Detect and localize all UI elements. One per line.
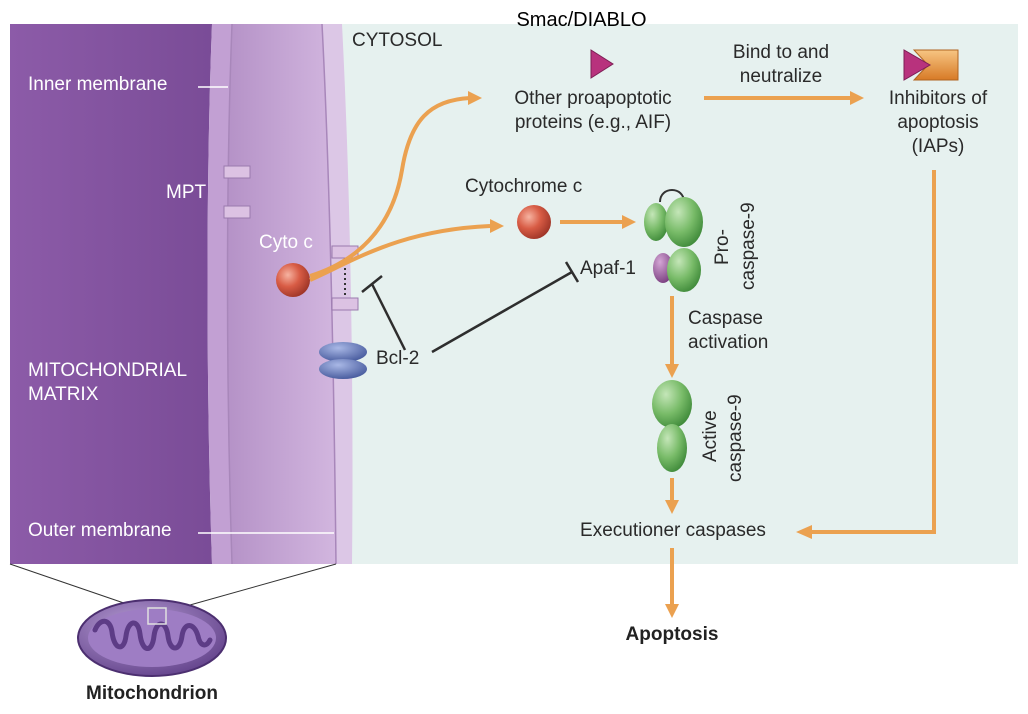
procaspase-9-left: [644, 203, 668, 241]
apoptosis-label: Apoptosis: [625, 624, 719, 645]
active-caspase-label-line1: Active: [700, 410, 721, 462]
apaf1-label: Apaf-1: [580, 258, 636, 279]
intermembrane-space: [227, 24, 336, 564]
active-caspase-9-bottom: [657, 424, 687, 472]
mitochondrial-matrix: [10, 24, 212, 564]
mpt-pore-bottom: [223, 205, 251, 219]
procaspase-9-bottom: [667, 248, 701, 292]
mpt-label: MPT: [166, 182, 207, 203]
iap-label-line2: apoptosis: [897, 112, 979, 133]
cyto-c-molecule: [276, 263, 310, 297]
other-proteins-line2: proteins (e.g., AIF): [514, 112, 672, 133]
other-proteins-line1: Other proapoptotic: [514, 88, 672, 109]
iap-label-line3: (IAPs): [911, 136, 965, 157]
mitochondrion-cristae: [92, 618, 213, 651]
matrix-label-line2: MATRIX: [28, 384, 99, 405]
mitochondrion-zoom-box: [147, 607, 167, 625]
bcl2-protein-top: [319, 342, 367, 362]
cytochrome-c-molecule: [517, 205, 551, 239]
caspase-activation-line2: activation: [688, 332, 769, 353]
inner-membrane: [207, 24, 232, 564]
executioner-caspases-label: Executioner caspases: [580, 520, 766, 541]
arrow-to-other-proteins: [309, 96, 471, 278]
iap-bound-smac: [903, 49, 932, 81]
active-caspase-9-top: [652, 380, 692, 428]
mpt-pore-top: [223, 165, 251, 179]
outer-pore-bottom: [331, 297, 359, 311]
mitochondrion-label: Mitochondrion: [86, 683, 218, 704]
smac-diablo-icon: [590, 49, 614, 79]
matrix-label-line1: MITOCHONDRIAL: [28, 360, 188, 381]
procaspase-label-line2: caspase-9: [738, 202, 759, 290]
bcl2-inhibits-apaf1: [431, 270, 573, 354]
cyto-c-label: Cyto c: [259, 232, 313, 253]
arrow-iap-inhibition-path: [812, 170, 936, 534]
procaspase-label-line1: Pro-: [712, 229, 733, 265]
caspase-activation-line1: Caspase: [688, 308, 763, 329]
inset-zoom-line-right: [164, 563, 337, 613]
outer-membrane-label: Outer membrane: [28, 520, 172, 541]
smac-diablo-label: Smac/DIABLO: [516, 9, 647, 31]
bcl2-label: Bcl-2: [376, 348, 420, 369]
bind-neutralize-line2: neutralize: [739, 66, 823, 87]
arrow-to-cytochrome: [309, 224, 491, 282]
iap-label-line1: Inhibitors of: [888, 88, 988, 109]
bcl2-protein-bottom: [319, 359, 367, 379]
inner-membrane-label: Inner membrane: [28, 74, 168, 95]
active-caspase-label-line2: caspase-9: [725, 394, 746, 482]
cytochrome-c-label: Cytochrome c: [465, 176, 583, 197]
bcl2-inhibits-release: [370, 283, 407, 351]
cytosol-label: CYTOSOL: [352, 30, 443, 51]
procaspase-9-top: [665, 197, 703, 247]
bind-neutralize-line1: Bind to and: [732, 42, 830, 63]
outer-membrane: [322, 24, 353, 564]
